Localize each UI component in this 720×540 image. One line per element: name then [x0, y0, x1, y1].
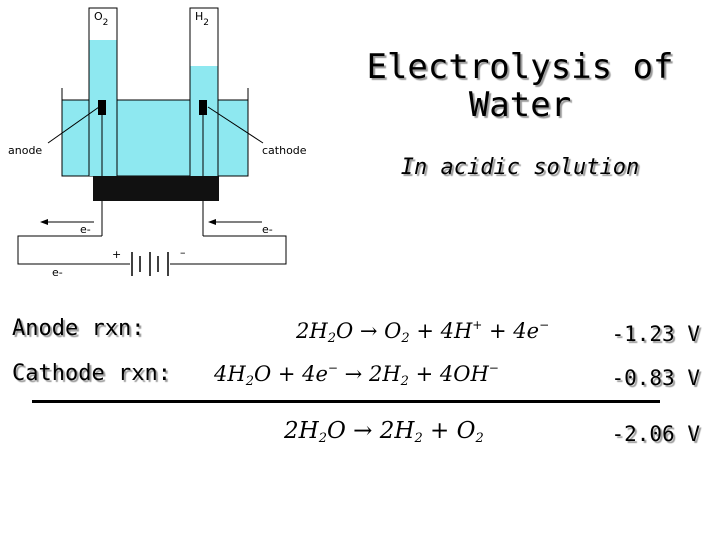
h2-label: H2 [195, 10, 209, 28]
cathode-label: cathode [262, 144, 307, 157]
anode-label: anode [8, 144, 42, 157]
cathode-equation: 4H2O + 4e− → 2H2 + 4OH− [214, 361, 499, 389]
electron-label-top-right: e- [262, 223, 273, 236]
battery [131, 252, 169, 276]
electrolysis-apparatus-diagram: O2 H2 anode cathode e- e- e- + – [8, 7, 307, 279]
battery-plus-label: + [112, 248, 121, 261]
circuit-right [170, 235, 287, 265]
anode-rxn-label: Anode rxn: [12, 316, 145, 341]
reaction-arrow: → [359, 319, 378, 343]
o2-label: O2 [94, 10, 108, 28]
anode-electrode [98, 100, 106, 115]
title-line-2: Water [468, 85, 572, 125]
overall-equation: 2H2O → 2H2 + O2 [284, 418, 484, 446]
anode-pointer [47, 106, 100, 144]
electron-label-top-left: e- [80, 223, 91, 236]
cathode-electrode [199, 100, 207, 115]
h2-tube-water [190, 66, 218, 176]
h2-tube [189, 7, 219, 176]
reaction-arrow: → [344, 362, 363, 386]
cathode-pointer [207, 106, 264, 144]
overall-voltage: -2.06 V [611, 422, 700, 446]
battery-minus-label: – [180, 246, 186, 259]
o2-tube [88, 7, 118, 176]
slide-title: Electrolysis of Water [360, 48, 680, 124]
electron-label-bottom-left: e- [52, 266, 63, 279]
anode-equation: 2H2O → O2 + 4H+ + 4e− [296, 318, 550, 346]
title-line-1: Electrolysis of [366, 47, 674, 87]
electron-arrowhead-right [208, 219, 216, 225]
circuit-left [17, 235, 130, 265]
cathode-voltage: -0.83 V [611, 366, 700, 390]
reaction-arrow: → [353, 418, 373, 444]
cathode-rxn-label: Cathode rxn: [12, 361, 171, 386]
electron-arrowhead-left [40, 219, 48, 225]
slide-subtitle: In acidic solution [400, 155, 640, 180]
anode-voltage: -1.23 V [611, 322, 700, 346]
sum-divider-line [32, 400, 660, 403]
apparatus-base [93, 176, 219, 201]
